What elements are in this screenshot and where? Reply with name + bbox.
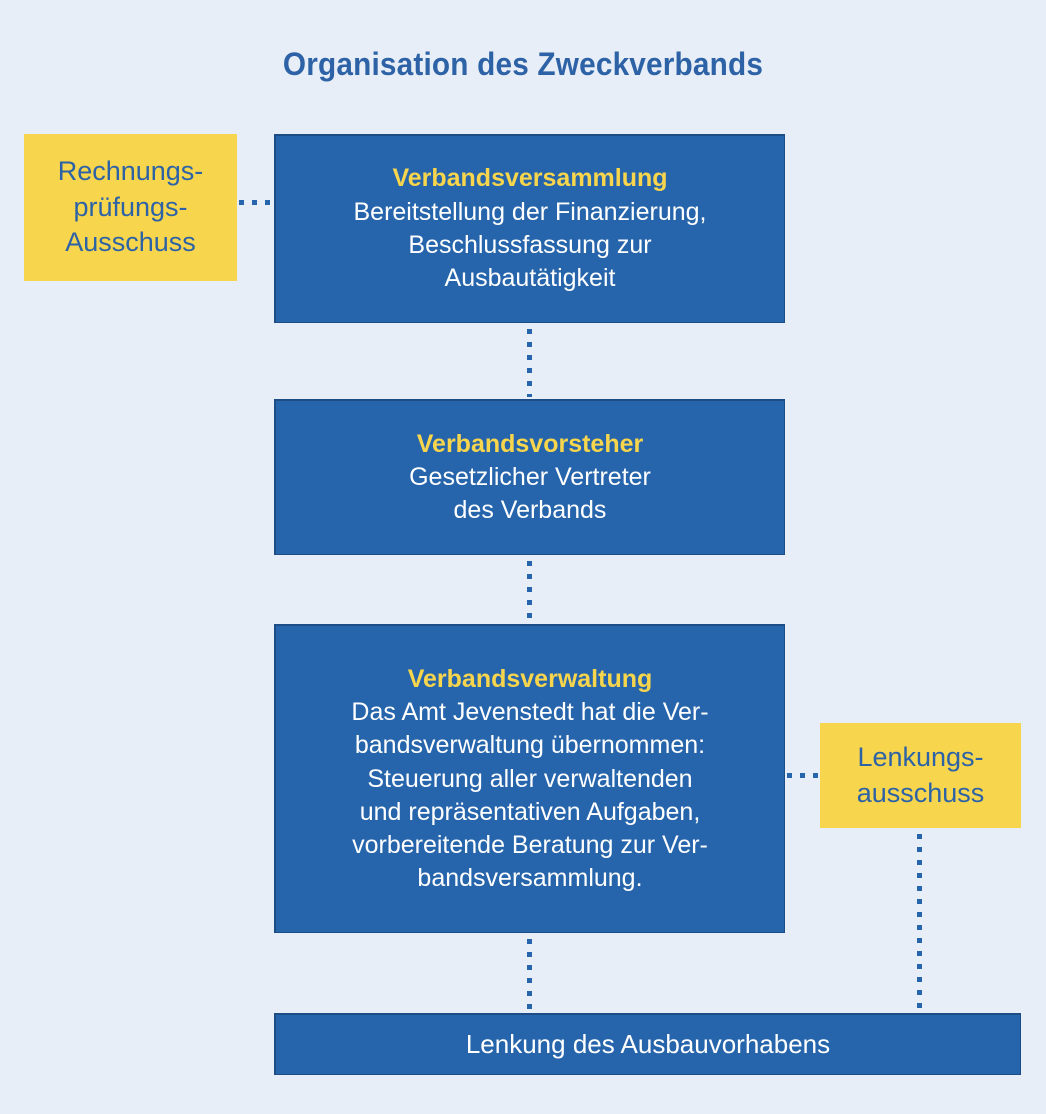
page-title: Organisation des Zweckverbands xyxy=(282,46,764,82)
node-verbandsvorsteher[interactable]: Verbandsvorsteher Gesetzlicher Vertreter… xyxy=(274,399,785,555)
node-verbandsverwaltung[interactable]: Verbandsverwaltung Das Amt Jevenstedt ha… xyxy=(274,624,785,933)
node-verbandsversammlung[interactable]: Verbandsversammlung Bereitstellung der F… xyxy=(274,134,785,323)
node-verbandsverwaltung-heading: Verbandsverwaltung xyxy=(407,664,653,693)
node-verbandsvorsteher-body: Gesetzlicher Vertreter des Verbands xyxy=(409,463,651,525)
node-lenkungsausschuss-line1: Lenkungs- xyxy=(857,741,984,772)
connector-verbandsvorsteher-to-verbandsverwaltung xyxy=(527,561,532,622)
node-rechnungspruefungs-ausschuss-line2: prüfungs- xyxy=(73,191,188,222)
node-lenkung-des-ausbauvorhabens-label: Lenkung des Ausbauvorhabens xyxy=(465,1028,831,1059)
node-verbandsversammlung-body: Bereitstellung der Finanzierung, Beschlu… xyxy=(353,197,707,293)
node-rechnungspruefungs-ausschuss-line3: Ausschuss xyxy=(65,227,196,258)
node-rechnungspruefungs-ausschuss-line1: Rechnungs- xyxy=(57,155,204,186)
connector-lenkungsausschuss-to-lenkung-ausbauvorhabens xyxy=(917,834,922,1011)
connector-rechnungspruefungsausschuss-to-verbandsversammlung xyxy=(239,200,275,205)
node-lenkungsausschuss[interactable]: Lenkungs- ausschuss xyxy=(820,723,1021,828)
node-verbandsvorsteher-heading: Verbandsvorsteher xyxy=(416,429,644,458)
node-lenkungsausschuss-line2: ausschuss xyxy=(856,777,985,808)
connector-verbandsverwaltung-to-lenkung-ausbauvorhabens xyxy=(527,939,532,1011)
node-verbandsverwaltung-body: Das Amt Jevenstedt hat die Ver- bandsver… xyxy=(351,698,709,893)
connector-verbandsversammlung-to-verbandsvorsteher xyxy=(527,329,532,397)
connector-verbandsverwaltung-to-lenkungsausschuss xyxy=(787,773,820,778)
node-lenkung-des-ausbauvorhabens[interactable]: Lenkung des Ausbauvorhabens xyxy=(274,1013,1021,1075)
node-verbandsversammlung-heading: Verbandsversammlung xyxy=(392,164,668,193)
node-rechnungspruefungs-ausschuss[interactable]: Rechnungs- prüfungs- Ausschuss xyxy=(24,134,237,281)
